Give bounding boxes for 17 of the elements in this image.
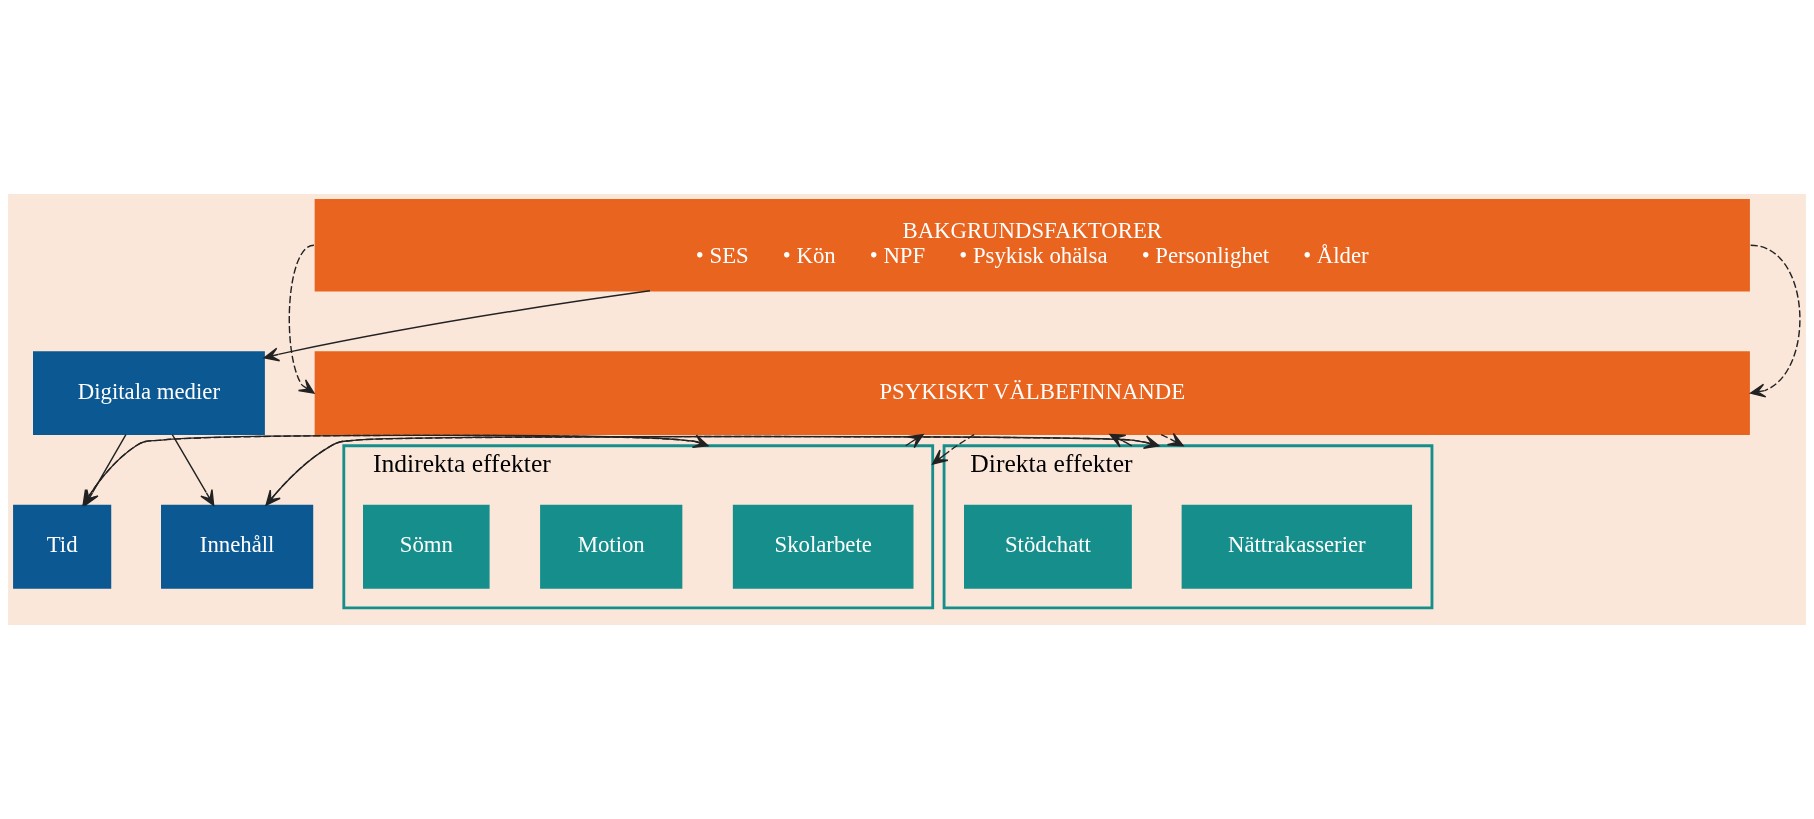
node-box: PSYKISKT VÄLBEFINNANDE (314, 351, 1750, 436)
arrow (1160, 432, 1184, 447)
node-box: Tid (13, 504, 112, 589)
node-box: BAKGRUNDSFAKTORER • SES • Kön • NPF • Psykisk ohälsa • Personlighet • Ålder (314, 199, 1750, 292)
arrow (1749, 244, 1801, 398)
node-box: Digitala medier (33, 351, 265, 436)
node-box: Sömn (363, 504, 490, 589)
node-box: Innehåll (161, 504, 314, 589)
arrow (288, 244, 315, 394)
node-box: Skolarbete (732, 504, 914, 589)
arrow (263, 290, 651, 362)
arrow (1109, 433, 1133, 448)
node-box: Stödchatt (964, 504, 1132, 589)
arrow (171, 433, 215, 506)
node-box: Nättrakasserier (1181, 504, 1413, 589)
arrow (932, 434, 975, 465)
node-box: Motion (540, 504, 683, 589)
